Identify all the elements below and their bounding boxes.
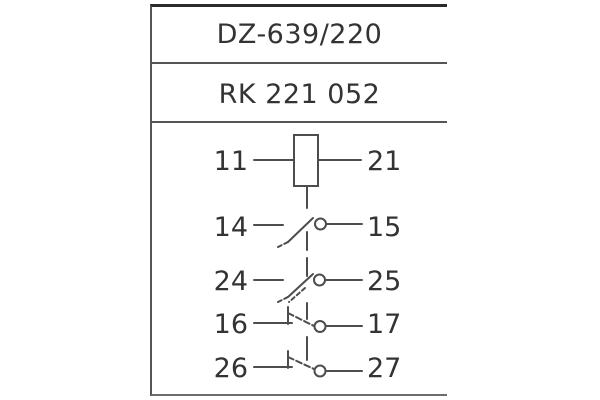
terminal-label-left: 14 [214, 212, 248, 243]
coil-group: 11 21 [214, 134, 401, 187]
contact-blade-dashed-tail [277, 241, 289, 248]
contact-fixed-point [313, 273, 326, 287]
contact-blade [287, 217, 314, 243]
contact-blade-dashed-tail [277, 296, 289, 303]
terminal-label-left: 26 [214, 353, 248, 384]
contact-row-14-15: 14 15 [214, 212, 401, 248]
device-code-text: RK 221 052 [218, 78, 381, 110]
contact-blade [287, 312, 315, 327]
contact-fixed-point [313, 364, 327, 378]
terminal-label-right: 15 [367, 212, 401, 243]
terminal-label-left: 16 [214, 309, 248, 340]
contact-blade [287, 273, 314, 298]
contact-fixed-point [314, 217, 327, 231]
model-header-row: DZ-639/220 [152, 7, 447, 64]
coil-symbol [293, 134, 319, 187]
terminal-label-right: 17 [367, 309, 401, 340]
contact-fixed-point [313, 320, 327, 333]
contact-row-26-27: 26 27 [214, 350, 401, 384]
code-header-row: RK 221 052 [152, 64, 447, 123]
device-model-text: DZ-639/220 [216, 19, 383, 50]
terminal-label-left: 24 [214, 266, 248, 297]
terminal-label-coil-right: 21 [367, 146, 401, 177]
contact-blade [287, 356, 315, 370]
terminal-label-right: 25 [367, 266, 401, 297]
terminal-diagram-panel: DZ-639/220 RK 221 052 [150, 4, 447, 396]
contact-row-24-25: 24 25 [214, 266, 401, 303]
terminal-label-right: 27 [367, 353, 401, 384]
terminal-label-coil-left: 11 [214, 146, 248, 177]
linkage-diagonal-dashed [288, 287, 306, 303]
contact-row-16-17: 16 17 [214, 306, 401, 340]
